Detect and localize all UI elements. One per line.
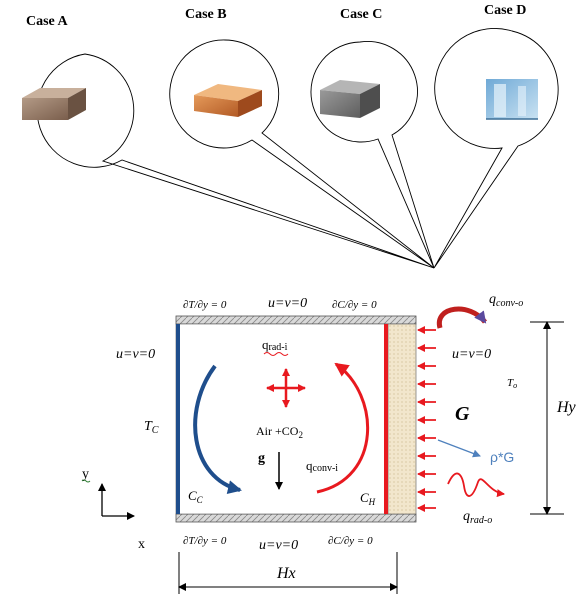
- to-label: To: [507, 377, 517, 390]
- qconv-i-label: qconv-i: [306, 458, 338, 474]
- top-adiabatic-wall: [175, 315, 417, 325]
- case-a-label: Case A: [26, 14, 69, 29]
- case-a-bubble: [36, 53, 435, 269]
- internal-radiation-icon: [266, 368, 306, 408]
- glass-image: [486, 79, 538, 120]
- x-axis-label: x: [138, 537, 145, 552]
- cold-circulation-arrow: [193, 364, 242, 494]
- cold-wall: [176, 324, 180, 514]
- y-axis-underline: [81, 479, 91, 483]
- coordinate-axes: [98, 483, 135, 520]
- qrad-o-label: qrad-o: [463, 509, 492, 526]
- brick-a-image: [22, 88, 86, 120]
- bottom-uv-label: u=v=0: [259, 538, 298, 553]
- bottom-dt-label: ∂T/∂y = 0: [183, 535, 227, 547]
- hy-dimension: [530, 321, 564, 515]
- ch-label: CH: [360, 490, 376, 507]
- solar-flux-arrows: [417, 326, 436, 512]
- cc-label: CC: [188, 488, 204, 505]
- y-axis-label: y: [82, 467, 89, 482]
- left-uv-label: u=v=0: [116, 347, 155, 362]
- gravity-label: g: [258, 451, 265, 466]
- hot-wall: [384, 324, 388, 514]
- bottom-dc-label: ∂C/∂y = 0: [328, 535, 373, 547]
- top-dt-label: ∂T/∂y = 0: [183, 299, 227, 311]
- hx-dimension: [178, 552, 398, 594]
- case-c-label: Case C: [340, 7, 382, 22]
- case-d-label: Case D: [484, 3, 526, 18]
- qconv-o-arrow: [436, 306, 487, 329]
- tc-label: TC: [144, 419, 159, 436]
- bottom-adiabatic-wall: [175, 513, 417, 523]
- brick-b-image: [194, 84, 262, 117]
- rho-g-label: ρ*G: [490, 449, 514, 465]
- qrad-i-underline: [263, 352, 289, 356]
- air-co2-label: Air +CO2: [256, 424, 303, 440]
- top-uv-label: u=v=0: [268, 296, 307, 311]
- case-d-bubble: [433, 28, 559, 269]
- g-irradiation-label: G: [455, 403, 470, 425]
- hy-label: Hy: [556, 399, 577, 416]
- hot-circulation-arrow: [316, 362, 370, 494]
- qrad-o-arrow: [447, 472, 505, 498]
- reflected-radiation-arrow: [437, 439, 481, 458]
- concrete-block-image: [320, 80, 380, 118]
- hx-label: Hx: [276, 565, 296, 582]
- solid-wall: [387, 323, 417, 515]
- qconv-o-label: qconv-o: [489, 292, 523, 309]
- top-dc-label: ∂C/∂y = 0: [332, 299, 377, 311]
- right-uv-label: u=v=0: [452, 347, 491, 362]
- case-b-label: Case B: [185, 7, 227, 22]
- qrad-i-label: qrad-i: [262, 337, 288, 353]
